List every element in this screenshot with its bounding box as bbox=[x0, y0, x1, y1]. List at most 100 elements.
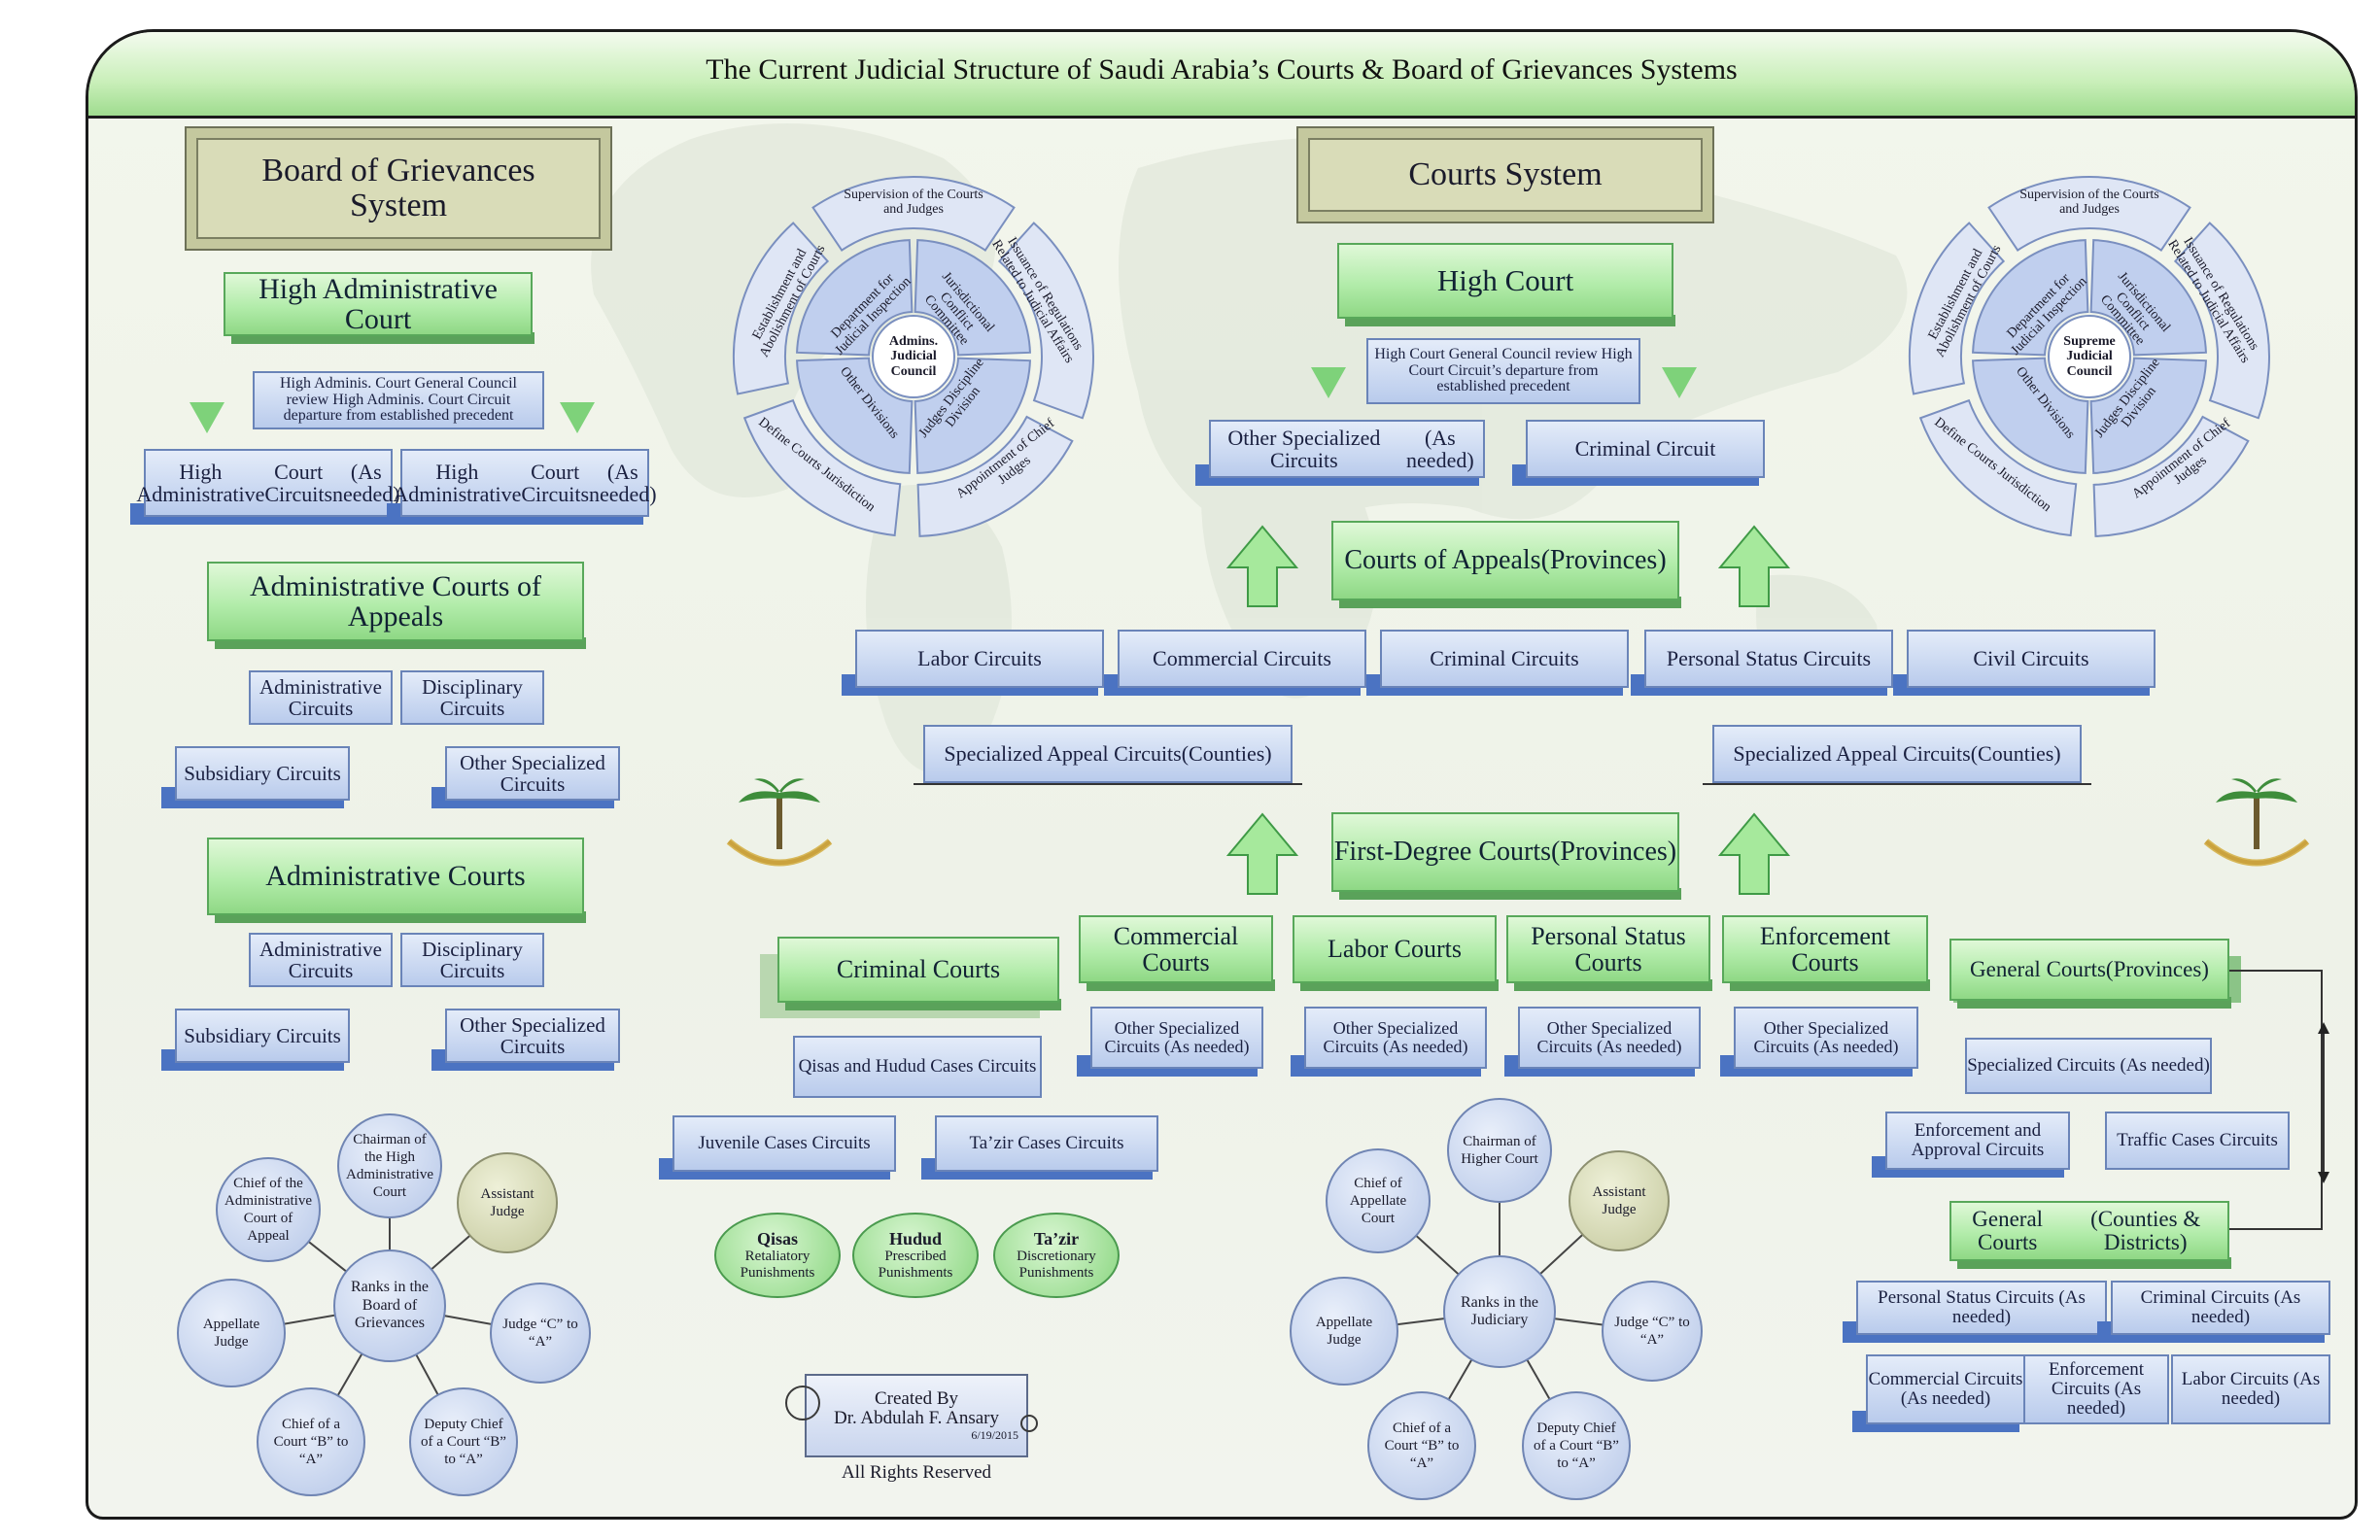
admin-council-wheel bbox=[733, 176, 1094, 537]
label: Specialized Circuits (As needed) bbox=[1967, 1055, 2210, 1077]
label: All Rights Reserved bbox=[841, 1462, 992, 1483]
label: Enforcement Courts bbox=[1759, 921, 1891, 976]
tazir-circuits: Ta’zir Cases Circuits bbox=[935, 1115, 1158, 1172]
label: Disciplinary Circuits bbox=[422, 937, 523, 982]
high-court-council-note: High Court General Council review High C… bbox=[1366, 338, 1640, 404]
line: Specialized Appeal Circuits bbox=[1733, 741, 1971, 767]
high-court: High Court bbox=[1337, 243, 1673, 319]
label: Labor Circuits (As needed) bbox=[2181, 1369, 2321, 1409]
label: Criminal Circuit bbox=[1574, 436, 1716, 462]
label: Criminal Courts bbox=[836, 955, 1001, 984]
first-court-1: Labor Courts bbox=[1293, 915, 1497, 983]
appeals-arrow-left bbox=[1226, 525, 1298, 607]
high-administrative-court: High Administrative Court bbox=[224, 272, 533, 336]
first-court-sub-0: Other Specialized Circuits (As needed) bbox=[1090, 1007, 1263, 1069]
line: General Courts bbox=[1970, 956, 2106, 981]
label: Disciplinary Circuits bbox=[422, 674, 523, 720]
label: Chief of Appellate Court bbox=[1349, 1176, 1407, 1226]
line: (Provinces) bbox=[2105, 956, 2209, 981]
label: Chief of a Court “B” to “A” bbox=[1384, 1420, 1460, 1471]
credit-text: Created By bbox=[874, 1387, 958, 1409]
county-enforcement: Enforcement Circuits (As needed) bbox=[2023, 1354, 2169, 1424]
label: High Adminis. Court General Council revi… bbox=[280, 374, 517, 425]
line: (Provinces) bbox=[1551, 837, 1677, 868]
label: Administrative Courts bbox=[265, 860, 526, 893]
label: Supervision of the Courts and Judges bbox=[2019, 188, 2159, 217]
first-degree-courts: First-Degree Courts(Provinces) bbox=[1331, 812, 1679, 892]
line: (As needed) bbox=[1406, 425, 1474, 472]
appeal-circuit-3: Personal Status Circuits bbox=[1644, 630, 1893, 688]
label: Ta’zir Cases Circuits bbox=[969, 1133, 1124, 1154]
judiciary-ranks-node-3: Appellate Judge bbox=[1290, 1277, 1398, 1386]
appeal-circuit-0: Labor Circuits bbox=[855, 630, 1104, 688]
appeal-circuit-1: Commercial Circuits bbox=[1118, 630, 1366, 688]
label: Other Specialized Circuits (As needed) bbox=[1323, 1018, 1468, 1056]
courts-right-triangle bbox=[1662, 367, 1697, 398]
general-courts-provinces: General Courts(Provinces) bbox=[1949, 939, 2229, 1001]
label: Deputy Chief of a Court “B” to “A” bbox=[1534, 1420, 1619, 1471]
label: Appellate Judge bbox=[1315, 1315, 1373, 1348]
label: Criminal Circuits bbox=[1430, 646, 1579, 671]
label: Supervision of the Courts and Judges bbox=[844, 188, 983, 217]
criminal-courts: Criminal Courts bbox=[777, 937, 1059, 1003]
label: Chief of the Administrative Court of App… bbox=[224, 1176, 313, 1244]
first-court-0: Commercial Courts bbox=[1079, 915, 1273, 983]
board-right-triangle bbox=[560, 402, 595, 433]
courts-disciplinary-circuits: Disciplinary Circuits bbox=[400, 933, 544, 987]
label: Appellate Judge bbox=[202, 1317, 260, 1350]
line: High Administrative bbox=[136, 459, 265, 506]
general-courts-counties: General Courts(Counties & Districts) bbox=[1949, 1201, 2229, 1261]
courts-header: Courts System bbox=[1296, 126, 1714, 223]
label: Commercial Courts bbox=[1113, 921, 1239, 976]
supreme-council-center: Supreme Judicial Council bbox=[2052, 320, 2126, 394]
label: Other Specialized Circuits (As needed) bbox=[1536, 1018, 1682, 1056]
juvenile-circuits: Juvenile Cases Circuits bbox=[673, 1115, 896, 1172]
punishment-name: Qisas bbox=[756, 1228, 798, 1249]
board-ranks-node-0: Chairman of the High Administrative Cour… bbox=[337, 1113, 442, 1218]
line: Other Specialized Circuits bbox=[1227, 425, 1381, 472]
label: Criminal Circuits (As needed) bbox=[2140, 1287, 2301, 1327]
county-commercial: Commercial Circuits (As needed) bbox=[1866, 1354, 2025, 1424]
credit-ring-left bbox=[785, 1386, 820, 1420]
label: Admins. Judicial Council bbox=[888, 333, 939, 379]
board-ranks-center: Ranks in the Board of Grievances bbox=[333, 1249, 446, 1362]
appeal-circuit-4: Civil Circuits bbox=[1907, 630, 2156, 688]
label: Civil Circuits bbox=[1973, 646, 2089, 671]
label: Judge “C” to “A” bbox=[502, 1317, 578, 1350]
emblem-left bbox=[726, 778, 833, 867]
specialized-appeal-left-base bbox=[914, 783, 1302, 785]
specialized-appeal-right-base bbox=[1703, 783, 2091, 785]
label: Subsidiary Circuits bbox=[184, 1023, 341, 1047]
judiciary-ranks-node-2: Chief of Appellate Court bbox=[1326, 1148, 1431, 1253]
courts-other-circuits: Other Specialized Circuits bbox=[445, 1009, 620, 1063]
judiciary-ranks-node-6: Deputy Chief of a Court “B” to “A” bbox=[1522, 1391, 1631, 1500]
bracket-arrow-shaft bbox=[2323, 1030, 2325, 1174]
label: High Court General Council review High C… bbox=[1374, 345, 1633, 395]
label: Enforcement and Approval Circuits bbox=[1911, 1120, 2045, 1160]
appeals-admin-circuits: Administrative Circuits bbox=[249, 670, 393, 725]
label: Board of Grievances System bbox=[261, 153, 535, 223]
appeals-arrow-right bbox=[1718, 525, 1790, 607]
specialized-appeal-left: Specialized Appeal Circuits(Counties) bbox=[923, 725, 1293, 783]
punishment-desc: Discretionary Punishments bbox=[1017, 1249, 1096, 1281]
page-title: The Current Judicial Structure of Saudi … bbox=[706, 53, 1738, 86]
label: Chairman of the High Administrative Cour… bbox=[346, 1132, 434, 1200]
appeal-circuit-2: Criminal Circuits bbox=[1380, 630, 1629, 688]
label: Deputy Chief of a Court “B” to “A” bbox=[421, 1417, 506, 1467]
board-ranks-node-1: Assistant Judge bbox=[457, 1152, 558, 1253]
first-court-2: Personal Status Courts bbox=[1506, 915, 1710, 983]
label: High Court bbox=[1436, 262, 1574, 297]
emblem-right bbox=[2203, 778, 2310, 867]
appeals-other-circuits: Other Specialized Circuits bbox=[445, 746, 620, 801]
line: Specialized Appeal Circuits bbox=[944, 741, 1182, 767]
first-degree-arrow-right bbox=[1718, 812, 1790, 895]
label: Other Specialized Circuits (As needed) bbox=[1104, 1018, 1250, 1056]
board-left-triangle bbox=[190, 402, 224, 433]
punishment-name: Ta’zir bbox=[1033, 1228, 1080, 1249]
first-court-3: Enforcement Courts bbox=[1722, 915, 1928, 983]
rights-reserved: All Rights Reserved bbox=[805, 1459, 1028, 1487]
judiciary-ranks-node-4: Judge “C” to “A” bbox=[1602, 1281, 1703, 1382]
